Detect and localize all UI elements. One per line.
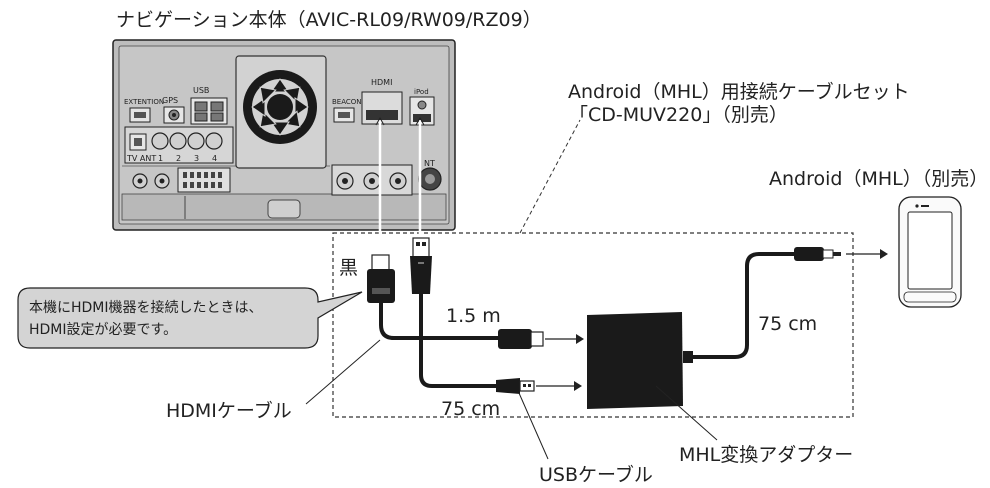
hdmi-cable-leader bbox=[305, 339, 381, 405]
extention-label: EXTENTION bbox=[124, 98, 164, 106]
usb-cable bbox=[419, 292, 498, 388]
micro-usb-plug bbox=[794, 247, 888, 261]
cooling-fan-icon bbox=[243, 70, 317, 144]
black-label: 黒 bbox=[339, 257, 358, 279]
usb-cable-leader bbox=[518, 392, 549, 460]
navi-unit-rear-panel: EXTENTION GPS USB TV ANT 1 2 3 4 bbox=[112, 39, 456, 231]
android-phone-icon bbox=[898, 196, 962, 308]
hdmi-plug-end bbox=[498, 329, 584, 349]
usb-cable-label: USBケーブル bbox=[539, 463, 653, 486]
hdmi-setting-callout: 本機にHDMI機器を接続したときは、 HDMI設定が必要です。 bbox=[17, 287, 363, 349]
ant-3-label: 3 bbox=[194, 154, 199, 163]
cable-set-label-line1: Android（MHL）用接続ケーブルセット bbox=[568, 80, 910, 103]
ipod-label: iPod bbox=[414, 88, 429, 96]
mhl-adapter-box bbox=[587, 312, 693, 409]
cable-set-label-line2: 「CD-MUV220」（別売） bbox=[569, 104, 788, 126]
tv-ant-label: TV ANT bbox=[126, 154, 156, 163]
usb-plug-top bbox=[410, 237, 432, 294]
link-arrows bbox=[375, 116, 425, 126]
output-length-label: 75 cm bbox=[758, 313, 817, 335]
ant-4-label: 4 bbox=[212, 154, 217, 163]
multi-pin-connector bbox=[177, 167, 231, 193]
gps-label: GPS bbox=[162, 96, 178, 105]
ant-nt-label: NT bbox=[424, 159, 435, 168]
beacon-label: BEACON bbox=[332, 98, 362, 106]
hdmi-length-label: 1.5 m bbox=[446, 305, 501, 327]
tv-ant-jacks bbox=[151, 132, 223, 150]
usb-label: USB bbox=[193, 86, 209, 95]
adapter-leader bbox=[655, 385, 718, 441]
link-lines bbox=[378, 120, 422, 255]
callout-line1: 本機にHDMI機器を接続したときは、 bbox=[29, 299, 263, 316]
usb-length-label: 75 cm bbox=[441, 398, 500, 420]
mhl-output-cable bbox=[693, 252, 796, 359]
cable-set-leader bbox=[519, 119, 581, 234]
hdmi-cable-label: HDMIケーブル bbox=[166, 399, 292, 422]
usb-plug-end bbox=[496, 378, 582, 394]
hdmi-label: HDMI bbox=[371, 78, 392, 87]
callout-line2: HDMI設定が必要です。 bbox=[29, 322, 177, 338]
phone-label: Android（MHL）（別売） bbox=[769, 168, 988, 190]
ant-2-label: 2 bbox=[176, 154, 181, 163]
adapter-label: MHL変換アダプター bbox=[679, 444, 853, 466]
hdmi-cable bbox=[379, 300, 500, 340]
unit-title: ナビゲーション本体（AVIC-RL09/RW09/RZ09） bbox=[116, 9, 542, 31]
ant-1-label: 1 bbox=[158, 154, 163, 163]
cable-set-box bbox=[332, 232, 854, 418]
hdmi-plug-top bbox=[367, 254, 395, 303]
